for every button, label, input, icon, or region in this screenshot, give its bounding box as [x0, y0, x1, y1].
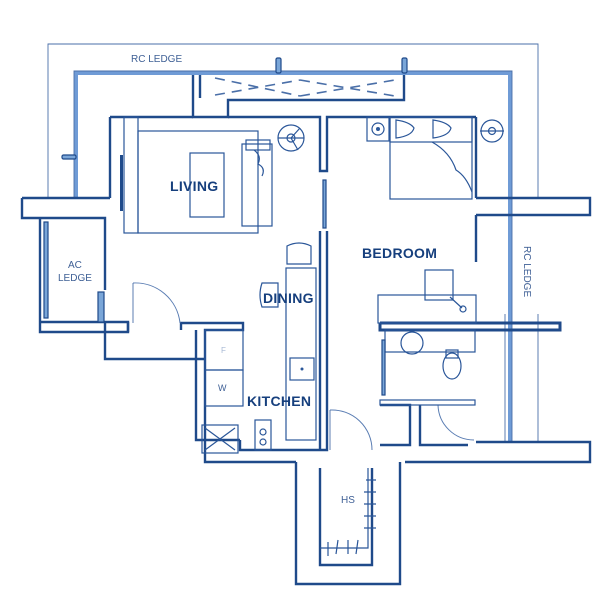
rc-ledge-outline: [47, 43, 539, 442]
room-label-dining: DINING: [263, 290, 314, 306]
note-ac-ledge: AC LEDGE: [58, 259, 92, 285]
room-label-kitchen: KITCHEN: [247, 393, 312, 409]
note-ac-ledge-line1: AC: [68, 260, 82, 271]
note-ac-ledge-line2: LEDGE: [58, 273, 92, 284]
doors: [43, 154, 386, 451]
room-label-hs: HS: [341, 495, 355, 506]
note-washer: W: [218, 383, 227, 393]
hs-shelves: [320, 468, 376, 556]
bathroom-fixtures: [379, 329, 476, 441]
bedroom-furniture: [366, 116, 504, 324]
living-furniture: [120, 116, 305, 234]
room-label-bedroom: BEDROOM: [362, 245, 438, 261]
glass-parapet: [73, 70, 513, 442]
note-fridge: F: [221, 346, 226, 355]
kitchen-fixtures: [201, 242, 317, 454]
note-rc-ledge-top: RC LEDGE: [131, 54, 183, 65]
note-rc-ledge-right: RC LEDGE: [521, 246, 532, 298]
room-label-living: LIVING: [170, 178, 219, 194]
planter-box: [191, 57, 408, 119]
